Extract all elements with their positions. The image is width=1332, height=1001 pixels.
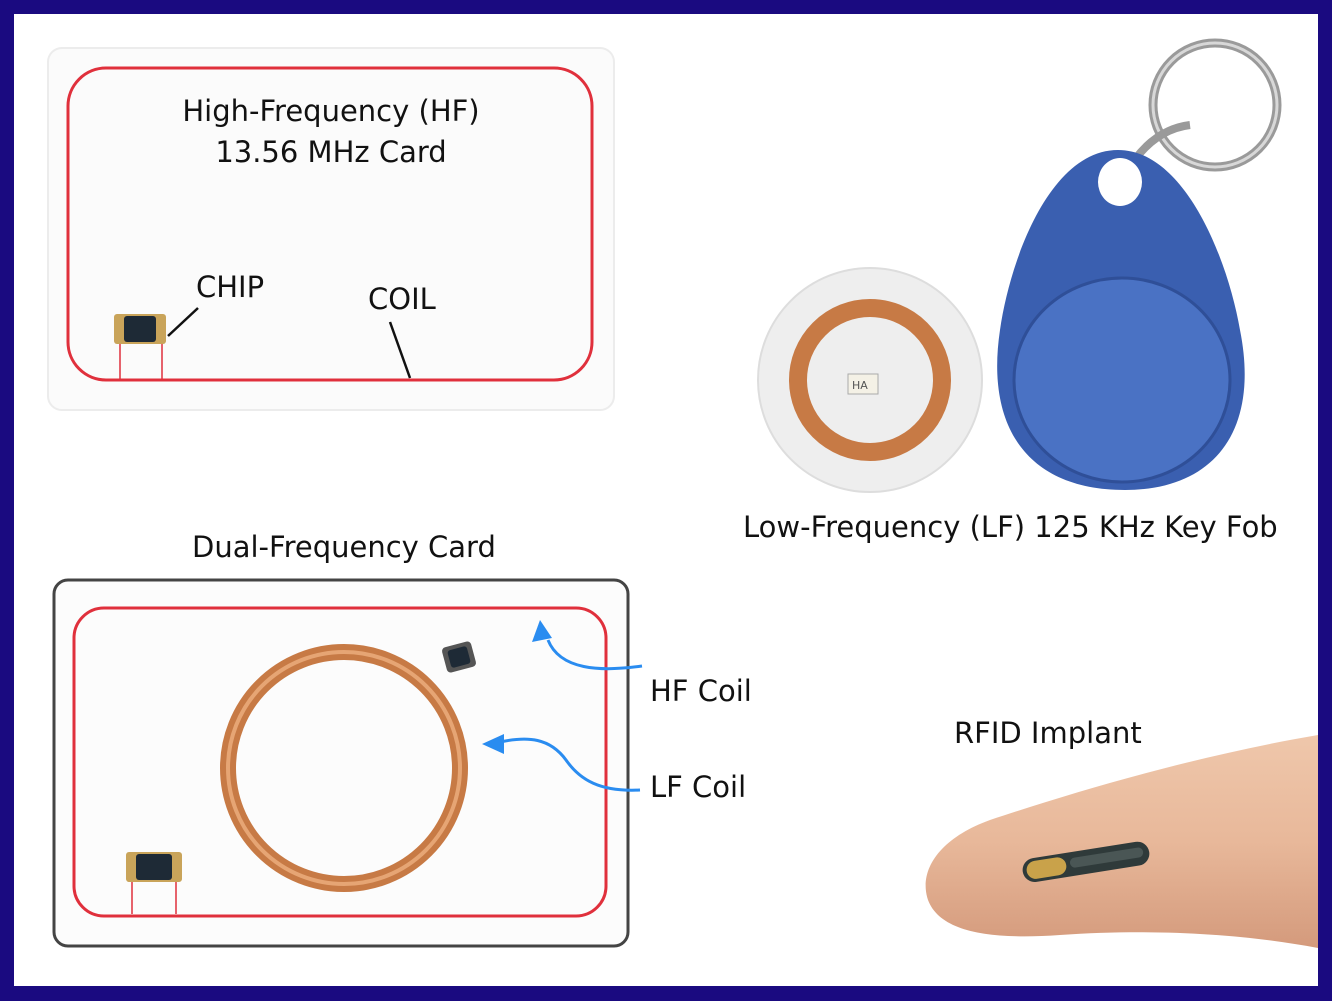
dual-card-title: Dual-Frequency Card <box>192 530 496 564</box>
hf-chip <box>114 314 166 380</box>
lf-fob-caption: Low-Frequency (LF) 125 KHz Key Fob <box>743 510 1278 544</box>
chip-label: CHIP <box>196 270 265 304</box>
finger <box>925 735 1318 948</box>
chip-marking: HA <box>852 379 868 392</box>
dual-hf-chip <box>442 641 476 673</box>
lf-coil-label: LF Coil <box>650 770 747 804</box>
key-fob <box>997 150 1245 490</box>
hf-coil-label: HF Coil <box>650 674 752 708</box>
hf-card-title: High-Frequency (HF) 13.56 MHz Card <box>150 94 512 170</box>
dual-lf-chip <box>126 852 182 914</box>
key-ring <box>1121 38 1282 177</box>
implant-capsule <box>1022 841 1150 882</box>
coil-label: COIL <box>368 282 436 316</box>
hf-coil-arrow <box>532 620 643 671</box>
hf-card-title-line1: High-Frequency (HF) <box>182 94 480 128</box>
lf-coil-arrow <box>482 734 641 792</box>
implant-caption: RFID Implant <box>954 716 1142 750</box>
lf-disc-tag: HA <box>757 267 983 493</box>
hf-card-title-line2: 13.56 MHz Card <box>215 134 447 169</box>
